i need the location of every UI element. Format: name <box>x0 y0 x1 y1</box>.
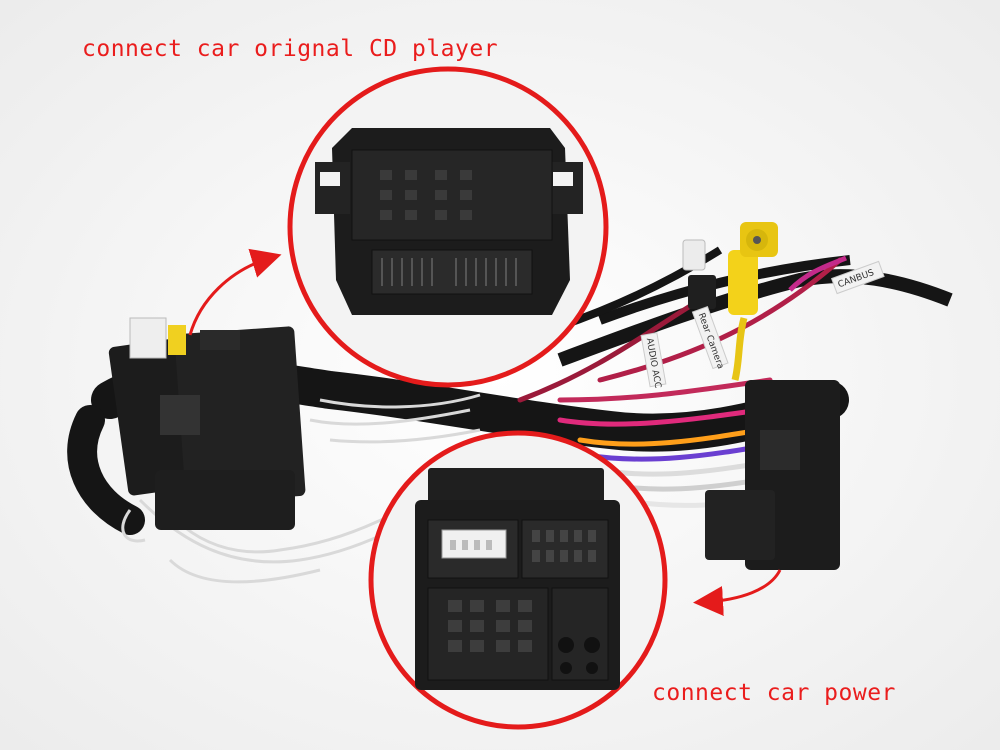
wire-tags: AUDIO ACC Rear Camera CANBUS <box>640 260 885 389</box>
caption-cd-player: connect car orignal CD player <box>82 36 499 62</box>
left-connector <box>108 326 306 530</box>
right-arrow-icon <box>693 569 782 616</box>
rca-plug <box>728 222 778 381</box>
caption-car-power: connect car power <box>652 680 896 706</box>
magenta-wire <box>788 255 848 292</box>
small-plugs <box>129 317 186 359</box>
top-zoom-circle <box>287 66 609 388</box>
small-black-plug <box>682 239 716 309</box>
bottom-zoom-circle <box>368 430 668 730</box>
cd-player-connector <box>315 128 583 315</box>
left-arrow-icon <box>188 248 282 336</box>
right-connector <box>705 380 840 570</box>
power-connector <box>415 468 620 690</box>
